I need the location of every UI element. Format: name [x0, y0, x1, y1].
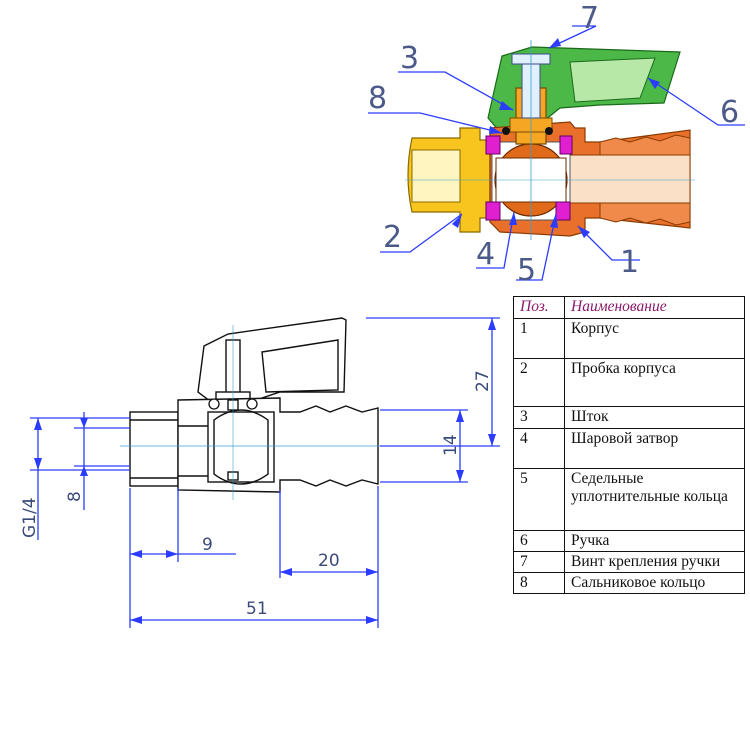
table-header-row: Поз. Наименование: [513, 296, 745, 319]
row-pos: 7: [513, 551, 565, 573]
cross-section-view: 7 3 8 6 2 4 5: [368, 1, 745, 288]
row-pos: 8: [513, 572, 565, 594]
callout-leaders: 7 3 8 6 2 4 5: [368, 1, 745, 288]
body-bore: [564, 154, 691, 204]
callout-8: 8: [368, 81, 387, 116]
seat-right-top: [559, 135, 573, 155]
dim-20-label: 20: [318, 551, 340, 571]
o-ring-right: [545, 127, 553, 135]
row-pos: 1: [513, 318, 565, 359]
row-name: Винт крепления ручки: [564, 551, 745, 573]
dim-8-label: 8: [65, 491, 85, 502]
callout-3: 3: [400, 41, 419, 76]
row-pos: 3: [513, 406, 565, 429]
callout-5: 5: [517, 253, 536, 288]
dim-thread-label: G1/4: [20, 497, 40, 538]
callout-2: 2: [383, 220, 402, 255]
dim-14-label: 14: [441, 434, 461, 456]
header-pos: Поз.: [513, 296, 565, 319]
o-ring-part-8: [502, 127, 510, 135]
row-name: Корпус: [564, 318, 745, 359]
row-pos: 2: [513, 358, 565, 407]
callout-7: 7: [580, 1, 599, 36]
dimension-view: G1/4 8 27 14: [20, 317, 500, 628]
dimension-lines: G1/4 8 27 14: [20, 317, 500, 628]
row-name: Седельные уплотнительные кольца: [564, 468, 745, 531]
row-pos: 6: [513, 530, 565, 552]
row-pos: 4: [513, 428, 565, 469]
seat-left-bottom: [485, 201, 501, 221]
seat-left-part-5: [485, 135, 501, 155]
row-name: Ручка: [564, 530, 745, 552]
callout-4: 4: [476, 237, 495, 272]
row-pos: 5: [513, 468, 565, 531]
row-name: Шаровой затвор: [564, 428, 745, 469]
row-name: Пробка корпуса: [564, 358, 745, 407]
callout-1: 1: [620, 245, 639, 280]
dim-51-label: 51: [246, 599, 268, 619]
seat-right-part-5: [555, 201, 571, 221]
header-name: Наименование: [564, 296, 745, 319]
dim-27-label: 27: [473, 370, 493, 392]
plug-bore: [411, 149, 461, 203]
handle-window: [569, 57, 656, 103]
row-name: Сальниковое кольцо: [564, 572, 745, 594]
row-name: Шток: [564, 406, 745, 429]
dim-9-label: 9: [202, 535, 213, 555]
callout-6: 6: [720, 95, 739, 130]
